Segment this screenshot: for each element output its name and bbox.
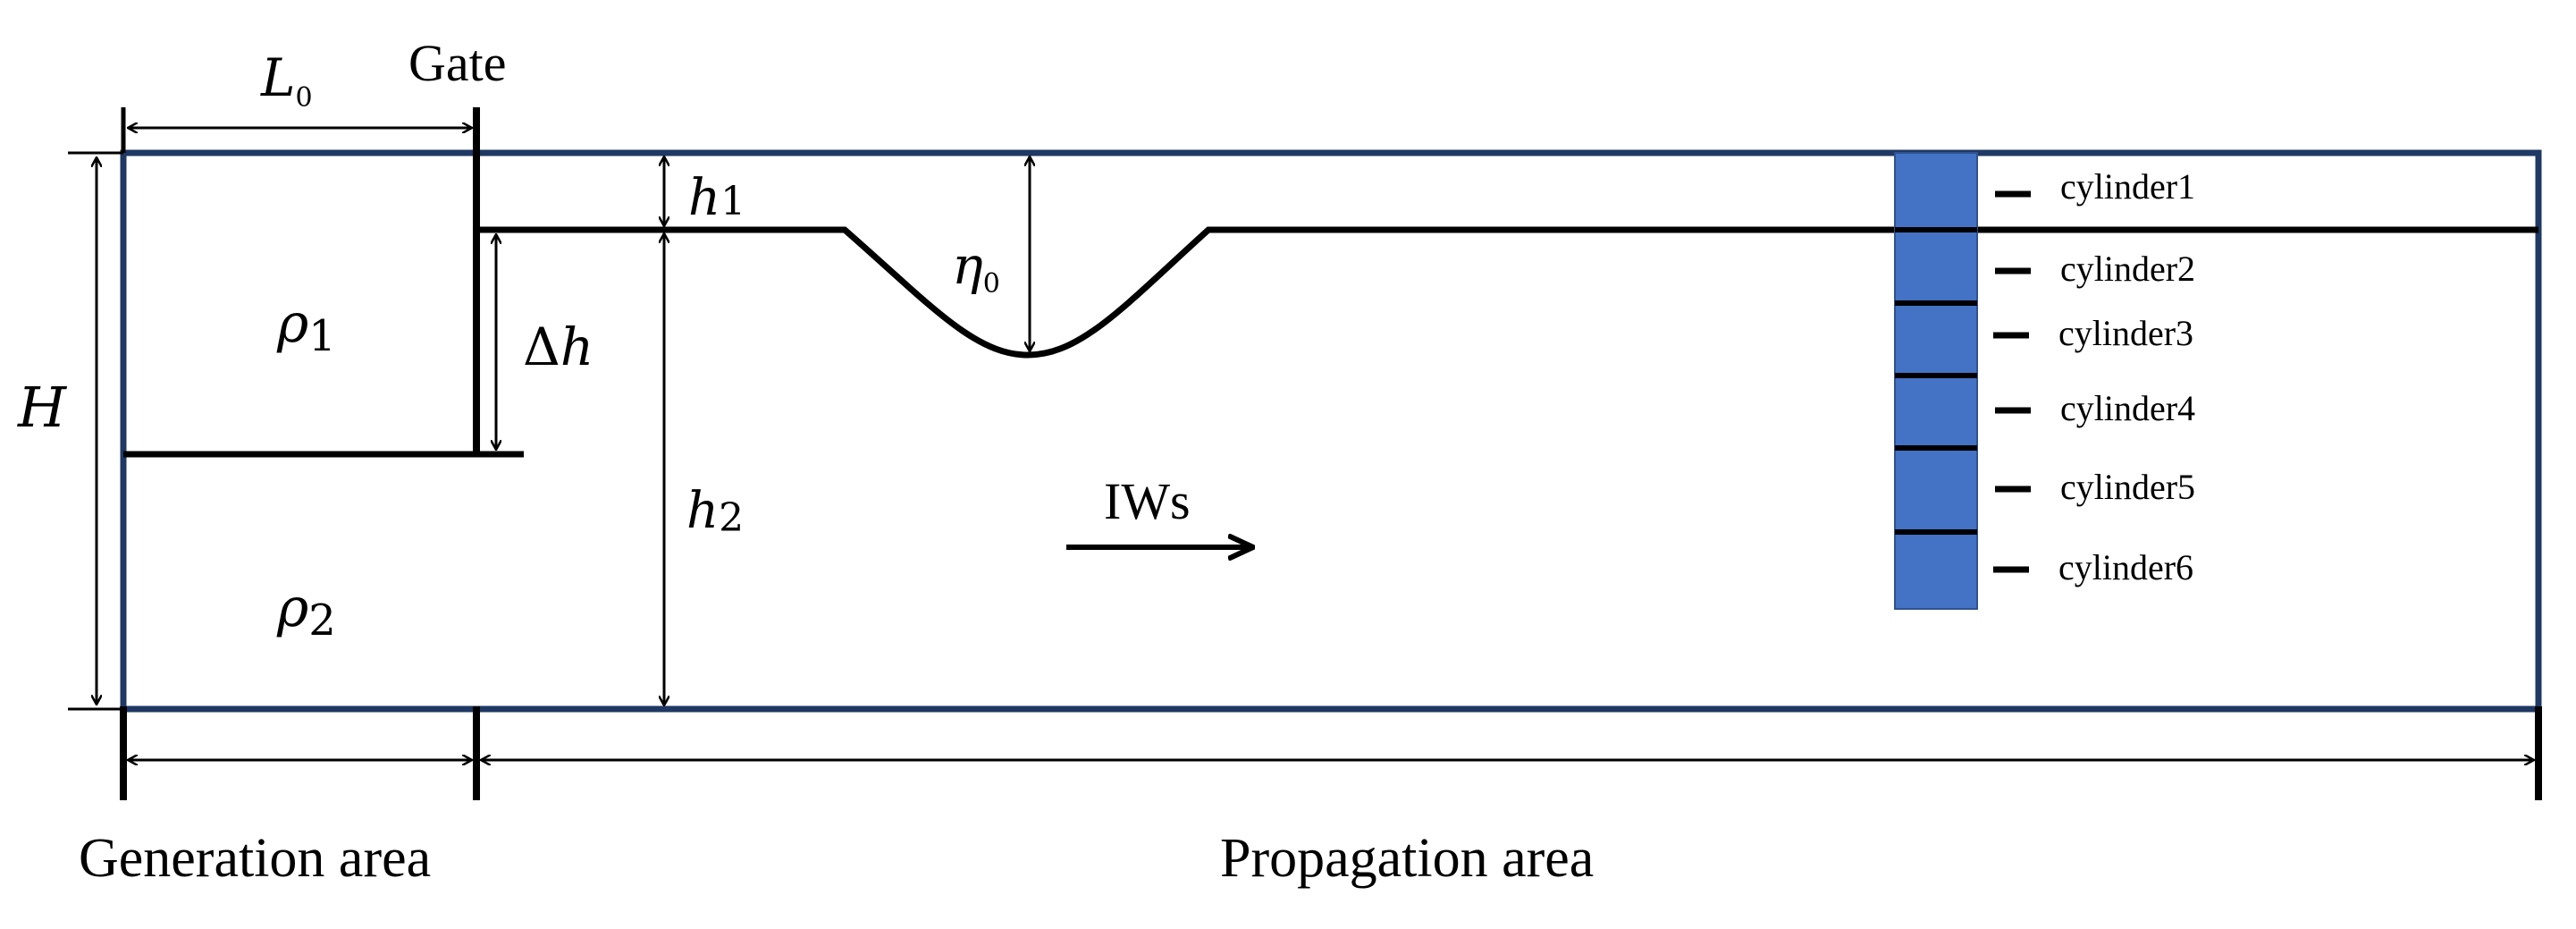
gate-label: Gate (408, 34, 507, 92)
cylinder1-label: cylinder1 (2060, 166, 2195, 207)
cylinder6-label: cylinder6 (2058, 547, 2193, 587)
cylinder4-label: cylinder4 (2060, 388, 2195, 428)
propagation-interface (476, 226, 2538, 359)
tank-outline (120, 149, 2542, 713)
h2-label: h2 (686, 482, 744, 541)
cylinder3-label: cylinder3 (2058, 313, 2193, 353)
generation-area-label: Generation area (79, 828, 431, 889)
cylinder5-label: cylinder5 (2060, 467, 2195, 507)
rho1-label: ρ1 (276, 292, 336, 361)
h1-label: h1 (688, 169, 745, 227)
cylinder-column-body (1894, 152, 1978, 610)
eta0-label: η0 (952, 235, 1000, 300)
L0-label: L0 (260, 47, 313, 114)
iws-label: IWs (1104, 472, 1191, 530)
rho2-label: ρ2 (276, 577, 336, 646)
H-label: H (17, 375, 68, 440)
cylinder-column (1894, 152, 1978, 610)
cylinder2-label: cylinder2 (2060, 249, 2195, 289)
propagation-area-label: Propagation area (1220, 828, 1594, 889)
delta-h-label: Δh (523, 317, 593, 377)
